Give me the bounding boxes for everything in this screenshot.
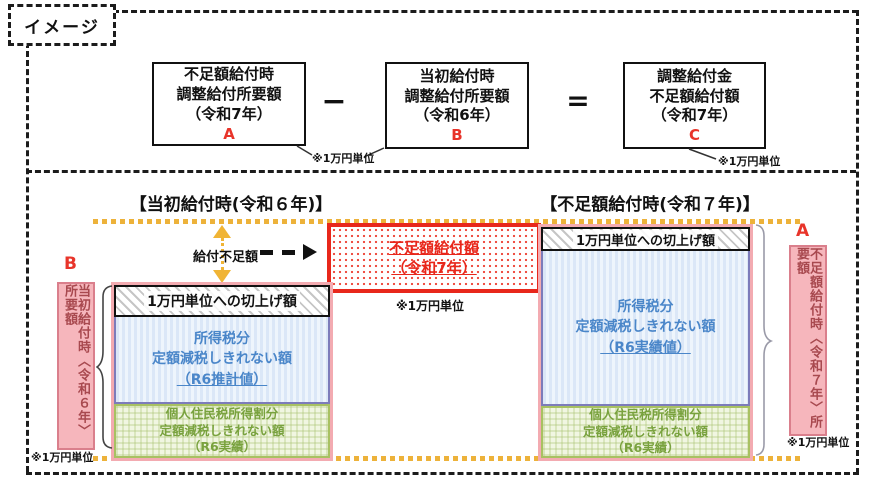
box-c-letter: C [688, 126, 700, 145]
box-c-line2: 不足額給付額 [649, 86, 740, 105]
label-a-letter: A [796, 221, 810, 241]
shortfall-payment-line2: （令和7年） [391, 259, 477, 277]
right-bar-rounding-section: 1万円単位への切上げ額 [541, 227, 750, 251]
formula-box-b: 当初給付時 調整給付所要額 （令和6年） B [385, 62, 529, 149]
label-b-box: 当初給付時〈令和６年〉所要額 [57, 282, 95, 450]
label-b-text: 当初給付時〈令和６年〉所要額 [62, 284, 90, 438]
box-a-line3: （令和7年） [186, 104, 272, 123]
guide-dotted-line-bottom [93, 456, 801, 461]
section-divider-line [26, 170, 856, 173]
shortfall-payment-box: 不足額給付額 （令和7年） [327, 223, 541, 293]
arrow-down-icon [213, 270, 231, 283]
frame-left-line [26, 42, 29, 472]
left-section-title: 【当初給付時(令和６年)】 [129, 195, 333, 215]
guide-dotted-line-top [93, 219, 801, 224]
left-bar-rounding-section: 1万円単位への切上げ額 [114, 285, 330, 317]
left-bar-rounding-label: 1万円単位への切上げ額 [144, 291, 300, 311]
dashed-arrow-dash2 [282, 250, 295, 255]
box-b-letter: B [451, 126, 463, 145]
box-a-letter: A [223, 124, 235, 143]
left-income-line2: 定額減税しきれない額 [152, 351, 292, 368]
frame-right-line [856, 10, 859, 474]
formula-box-a: 不足額給付時 調整給付所要額 （令和7年） A [152, 62, 306, 146]
image-tag-box: イメージ [8, 4, 116, 46]
right-income-line3: （R6実績値） [600, 339, 691, 356]
left-resident-line1: 個人住民税所得割分 [165, 405, 279, 421]
unit-note-formula-c: ※1万円単位 [718, 155, 781, 168]
box-c-line3: （令和7年） [651, 106, 738, 125]
label-a-box: 不足額給付時〈令和７年〉所要額 [789, 245, 827, 436]
shortfall-double-arrow [212, 225, 232, 283]
dashed-arrow-head-icon [303, 244, 317, 260]
right-section-title: 【不足額給付時(令和７年)】 [540, 195, 760, 215]
arrow-up-icon [213, 225, 231, 238]
image-tag-label: イメージ [24, 17, 100, 38]
dashed-arrow-dash1 [260, 250, 273, 255]
box-c-line1: 調整給付金 [656, 66, 732, 85]
shortfall-payment-line1: 不足額給付額 [388, 238, 479, 257]
left-income-line1: 所得税分 [194, 331, 250, 348]
right-brace [755, 224, 773, 456]
right-resident-line3: （R6実績） [611, 440, 680, 456]
right-bar: 1万円単位への切上げ額 所得税分 定額減税しきれない額 （R6実績値） 個人住民… [538, 224, 753, 461]
right-income-line1: 所得税分 [617, 299, 674, 316]
label-b-letter: B [64, 254, 77, 274]
box-b-line3: （令和6年） [414, 106, 500, 125]
arrow-shaft [220, 238, 224, 270]
box-b-line1: 当初給付時 [419, 66, 495, 85]
box-a-line2: 調整給付所要額 [176, 85, 282, 104]
left-resident-line2: 定額減税しきれない額 [159, 422, 285, 438]
shortfall-label: 給付不足額 [193, 250, 259, 265]
right-bar-rounding-label: 1万円単位への切上げ額 [572, 229, 719, 249]
box-a-line1: 不足額給付時 [183, 65, 274, 84]
frame-bottom-line [26, 472, 859, 475]
formula-box-c: 調整給付金 不足額給付額 （令和7年） C [623, 62, 766, 149]
equals-operator: = [566, 84, 590, 117]
box-b-line2: 調整給付所要額 [404, 86, 510, 105]
frame-top-line [113, 10, 858, 13]
left-bar: 1万円単位への切上げ額 所得税分 定額減税しきれない額 （R6推計値） 個人住民… [111, 282, 333, 461]
right-bar-resident-tax-section: 個人住民税所得割分 定額減税しきれない額 （R6実績） [541, 406, 750, 458]
unit-note-a: ※1万円単位 [787, 436, 850, 449]
minus-operator: − [321, 84, 347, 119]
right-income-line2: 定額減税しきれない額 [575, 319, 716, 336]
left-bar-resident-tax-section: 個人住民税所得割分 定額減税しきれない額 （R6実績） [114, 404, 330, 458]
right-bar-income-tax-section: 所得税分 定額減税しきれない額 （R6実績値） [541, 251, 750, 406]
left-brace [96, 285, 113, 449]
label-a-text: 不足額給付時〈令和７年〉所要額 [794, 247, 822, 429]
unit-note-b: ※1万円単位 [31, 451, 94, 464]
right-resident-line1: 個人住民税所得割分 [589, 406, 702, 422]
right-resident-line2: 定額減税しきれない額 [582, 423, 708, 439]
left-bar-income-tax-section: 所得税分 定額減税しきれない額 （R6推計値） [114, 317, 330, 404]
left-income-line3: （R6推計値） [176, 371, 268, 388]
unit-note-redbox: ※1万円単位 [395, 299, 465, 313]
left-resident-line3: （R6実績） [187, 439, 257, 455]
unit-note-formula-ab: ※1万円単位 [312, 152, 375, 165]
